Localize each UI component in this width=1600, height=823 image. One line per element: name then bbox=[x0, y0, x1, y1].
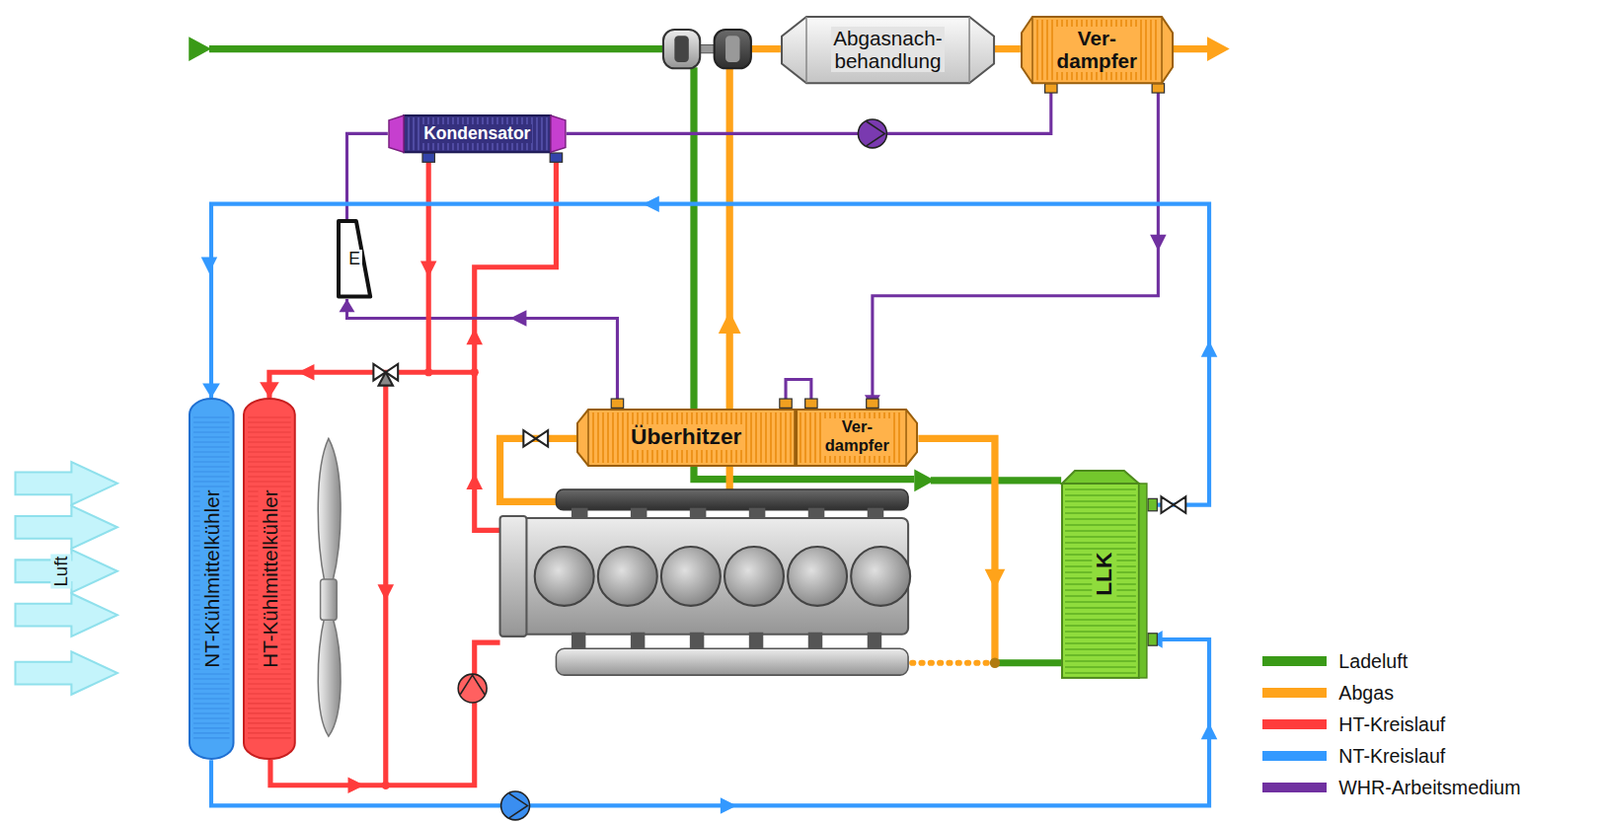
condenser-body bbox=[403, 115, 551, 153]
legend-text: NT-Kreislauf bbox=[1338, 745, 1446, 768]
condenser-cap bbox=[388, 115, 566, 153]
legend-row: NT-Kreislauf bbox=[1262, 744, 1446, 769]
turbocharger bbox=[663, 29, 752, 69]
flow-arrows bbox=[188, 36, 1229, 814]
component-box: Kondensator bbox=[387, 114, 567, 153]
air-arrows bbox=[15, 461, 118, 695]
cooler-body bbox=[189, 398, 234, 760]
intercooler-side bbox=[1139, 483, 1147, 679]
arrow-head bbox=[339, 299, 356, 312]
arrow-head bbox=[202, 382, 221, 398]
legend-swatch bbox=[1262, 782, 1327, 792]
exchanger-outline bbox=[1021, 15, 1173, 82]
cooler-body bbox=[243, 398, 296, 760]
legend-row: Abgas bbox=[1262, 681, 1394, 706]
component-label: HT-Kühlmittelkühler bbox=[257, 488, 281, 671]
flow-connector bbox=[994, 48, 1021, 50]
legend-row: HT-Kreislauf bbox=[1262, 712, 1446, 738]
intercooler-fins bbox=[1065, 489, 1137, 674]
legend-text: HT-Kreislauf bbox=[1338, 713, 1446, 737]
legend-swatch bbox=[1262, 656, 1327, 666]
intercooler-body bbox=[1062, 483, 1140, 679]
legend-swatch bbox=[1262, 719, 1327, 729]
pumps bbox=[457, 119, 887, 821]
component-label: Abgasnach- behandlung bbox=[831, 26, 944, 73]
component-box: NT-Kühlmittelkühler bbox=[188, 397, 235, 761]
exchanger-outline bbox=[795, 409, 917, 466]
legend-text: Abgas bbox=[1338, 682, 1394, 705]
flow-connector bbox=[259, 152, 429, 398]
component-label: Kondensator bbox=[421, 124, 533, 145]
component-label: E bbox=[346, 249, 363, 270]
flow-line bbox=[211, 639, 1210, 806]
component-box: Abgasnach- behandlung bbox=[780, 15, 995, 84]
component-label: NT-Kühlmittelkühler bbox=[200, 488, 224, 671]
legend-row: Ladeluft bbox=[1262, 648, 1408, 674]
exchanger-seam bbox=[906, 409, 908, 466]
legend-text: WHR-Arbeitsmedium bbox=[1338, 776, 1521, 800]
component-label: LLK bbox=[1091, 549, 1117, 598]
component-box: HT-Kühlmittelkühler bbox=[242, 397, 297, 761]
junction-dot bbox=[990, 658, 1000, 669]
flow-line bbox=[269, 152, 429, 398]
exchanger-seam bbox=[587, 409, 589, 466]
flow-connector bbox=[864, 83, 1158, 409]
exchanger-body bbox=[577, 409, 796, 466]
converter-seam bbox=[806, 15, 970, 82]
cooler-fins bbox=[193, 417, 230, 739]
expander-outline bbox=[338, 221, 371, 298]
exhaust-lines bbox=[500, 49, 1210, 664]
exchanger-fins bbox=[1037, 18, 1156, 79]
condenser-fins bbox=[408, 117, 547, 151]
flow-line bbox=[566, 83, 1052, 135]
engine-illustration bbox=[500, 489, 912, 676]
arrow-head bbox=[864, 394, 881, 408]
component-label: Ver- dampfer bbox=[1055, 26, 1140, 73]
exchanger-body bbox=[795, 409, 917, 466]
component-label: Ver- dampfer bbox=[823, 418, 892, 456]
converter-outline bbox=[781, 15, 994, 82]
exchanger-outline bbox=[577, 409, 796, 466]
fan bbox=[317, 438, 341, 737]
junctions bbox=[381, 368, 479, 790]
flow-label: Luft bbox=[50, 553, 72, 589]
exchanger-body bbox=[1021, 15, 1173, 82]
legend-swatch bbox=[1262, 751, 1327, 761]
ht-lines bbox=[270, 161, 556, 785]
component-box: Ver- dampfer bbox=[795, 408, 918, 467]
flow-connector bbox=[346, 133, 387, 220]
component-box: LLK bbox=[1061, 469, 1148, 680]
component-label: Überhitzer bbox=[628, 424, 744, 450]
arrow-head bbox=[1147, 630, 1163, 649]
exchanger-fins bbox=[800, 412, 900, 463]
component-box: Ver- dampfer bbox=[1020, 15, 1174, 84]
arrow-head bbox=[259, 381, 280, 398]
component-box: Überhitzer bbox=[576, 408, 796, 467]
exchanger-seam bbox=[1032, 15, 1162, 82]
flow-connector bbox=[339, 299, 618, 409]
flow-line bbox=[994, 45, 1021, 53]
ports bbox=[422, 83, 1165, 646]
exchanger-fins bbox=[593, 412, 791, 463]
legend-swatch bbox=[1262, 687, 1327, 697]
charge-air-lines bbox=[209, 49, 1062, 664]
flow-line bbox=[872, 83, 1158, 409]
cooler-fins bbox=[247, 417, 292, 739]
flow-connector bbox=[566, 83, 1052, 135]
flow-line bbox=[346, 133, 387, 220]
legend-text: Ladeluft bbox=[1338, 650, 1408, 674]
flow-line bbox=[211, 204, 1210, 506]
flow-line bbox=[346, 299, 617, 409]
flow-connector bbox=[202, 204, 1210, 506]
flow-connector bbox=[211, 630, 1210, 806]
intercooler-cap bbox=[1062, 470, 1140, 484]
component-box: E bbox=[336, 219, 373, 300]
legend-row: WHR-Arbeitsmedium bbox=[1262, 775, 1522, 801]
